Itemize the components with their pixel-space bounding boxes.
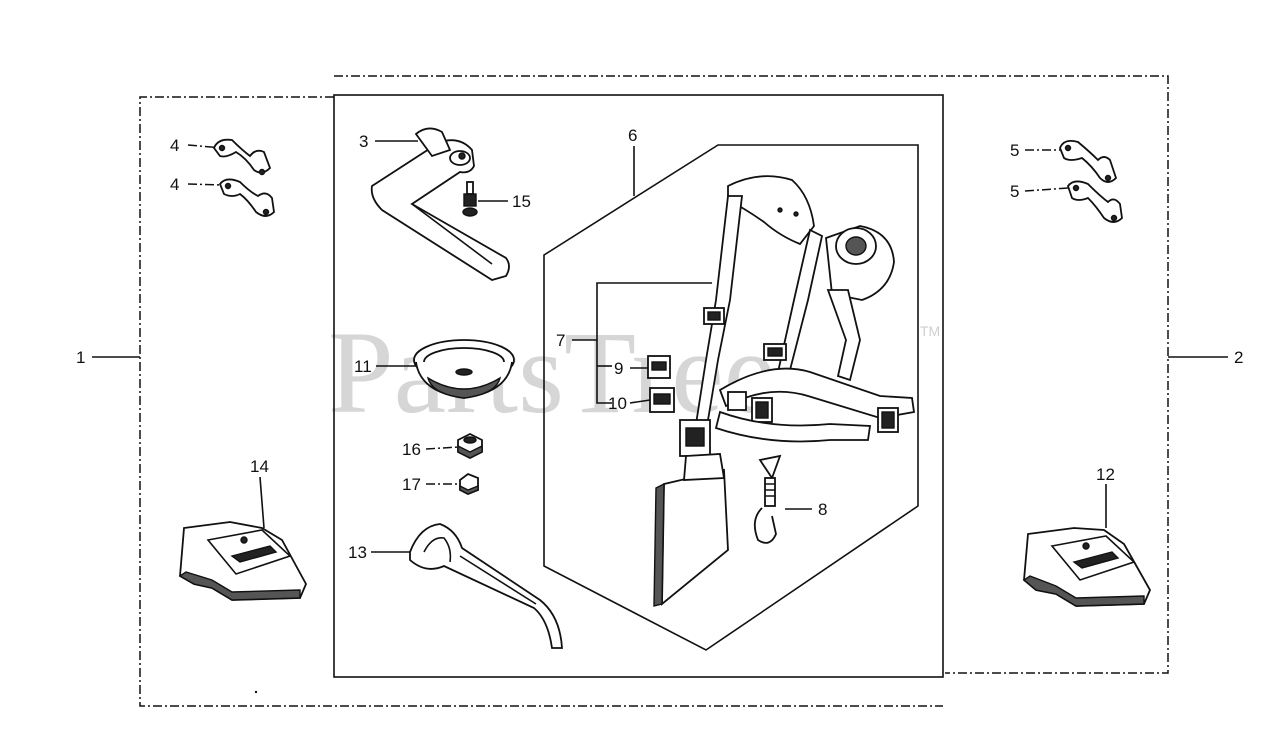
callout-9: 9 (614, 359, 623, 378)
frame-kit-1 (139, 96, 943, 707)
group-frames (139, 75, 1169, 707)
parts (178, 127, 1152, 649)
blade-guard-14 (178, 521, 307, 601)
callout-4-upper: 4 (170, 136, 179, 155)
callout-14: 14 (250, 457, 269, 476)
callout-8: 8 (818, 500, 827, 519)
callout-12: 12 (1096, 465, 1115, 484)
leader-lines (92, 140, 1228, 553)
stray-dot (254, 690, 258, 694)
bolt-15 (462, 181, 478, 217)
leader-10 (629, 399, 651, 404)
harness-6 (653, 175, 916, 607)
callout-7: 7 (556, 331, 565, 350)
leader-4a (187, 144, 223, 149)
leader-4b (187, 183, 223, 186)
tag-9 (647, 355, 671, 379)
clamp-4-lower (218, 178, 275, 217)
callout-4-lower: 4 (170, 175, 179, 194)
callout-3: 3 (359, 132, 368, 151)
clamp-5-lower (1066, 180, 1123, 223)
watermark-trademark: TM (920, 323, 940, 339)
clamp-4-upper (212, 138, 272, 176)
callout-17: 17 (402, 475, 421, 494)
leader-5b (1024, 187, 1069, 192)
frame-kit-2 (334, 75, 1169, 674)
callout-13: 13 (348, 543, 367, 562)
callout-16: 16 (402, 440, 421, 459)
tag-10 (649, 387, 675, 413)
hook-8 (753, 454, 782, 544)
callout-5-lower: 5 (1010, 182, 1019, 201)
bracket-7 (596, 282, 712, 404)
callout-5-upper: 5 (1010, 141, 1019, 160)
frame-common-parts (333, 94, 944, 678)
callout-15: 15 (512, 192, 531, 211)
callout-1: 1 (76, 348, 85, 367)
guard-strap-13 (409, 523, 563, 649)
clamp-5-upper (1059, 139, 1118, 183)
cup-11 (413, 339, 515, 399)
leader-16 (425, 446, 459, 450)
callout-6: 6 (628, 126, 637, 145)
leader-14 (259, 476, 265, 529)
callout-2: 2 (1234, 348, 1243, 367)
handle-3 (370, 127, 510, 281)
frame-harness-6 (543, 144, 919, 651)
callout-10: 10 (608, 394, 627, 413)
blade-guard-12 (1022, 527, 1152, 607)
nut-17 (459, 472, 479, 495)
callout-11: 11 (354, 357, 372, 376)
nut-16 (457, 432, 483, 460)
callouts: 1 2 3 4 4 5 5 6 7 8 9 10 11 12 13 14 15 … (76, 126, 1243, 562)
